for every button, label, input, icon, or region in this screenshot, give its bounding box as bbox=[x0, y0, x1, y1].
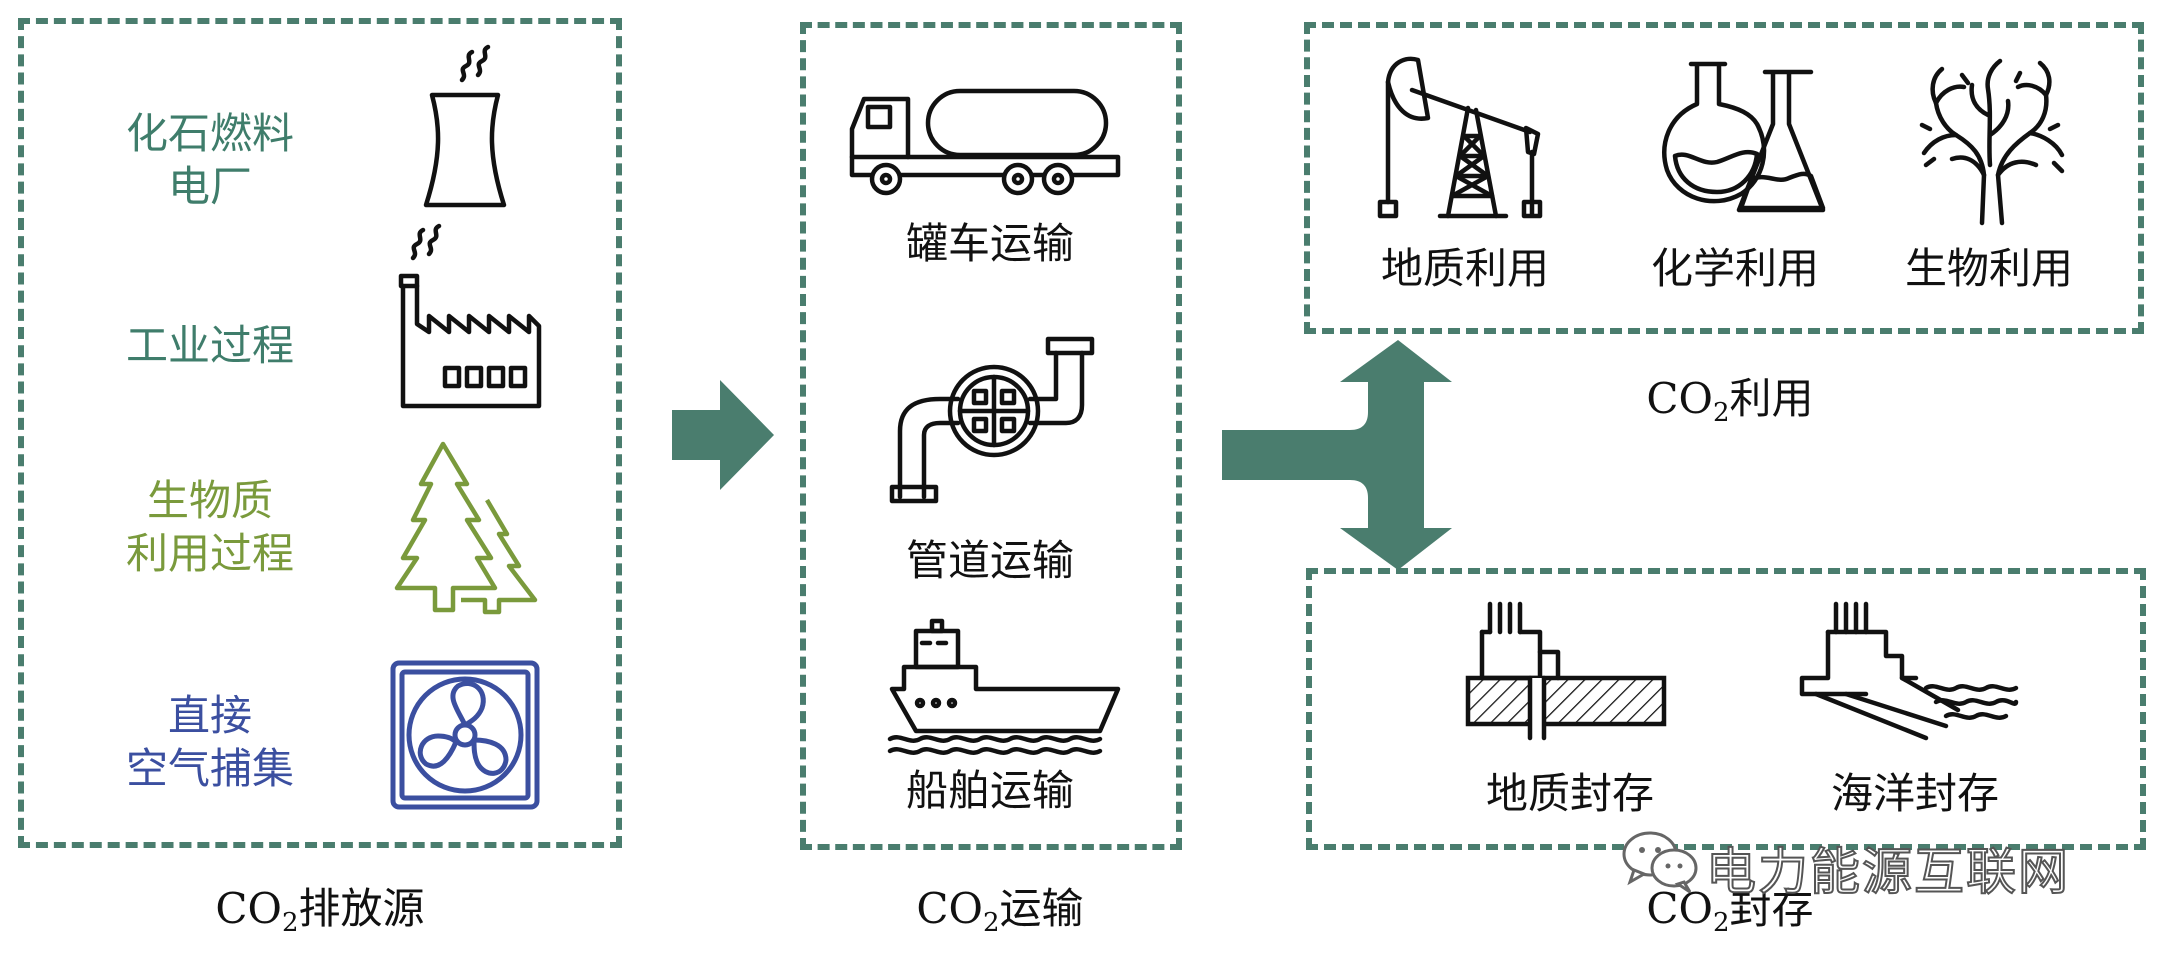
fossil-power-label: 化石燃料 电厂 bbox=[110, 108, 310, 213]
storage-caption: CO2封存 bbox=[1530, 875, 1930, 938]
ocean-storage-label: 海洋封存 bbox=[1830, 769, 1999, 818]
caption-prefix: CO bbox=[1646, 884, 1713, 933]
caption-subscript: 2 bbox=[282, 908, 299, 938]
tanker-truck-label: 罐车运输 bbox=[905, 219, 1074, 268]
tanker-truck-icon bbox=[846, 85, 1121, 196]
direct-air-capture-label-line2: 空气捕集 bbox=[125, 743, 294, 793]
caption-suffix: 排放源 bbox=[298, 884, 425, 933]
pipeline-label: 管道运输 bbox=[905, 536, 1074, 585]
watermark-text: 电力能源互联网 bbox=[1705, 842, 2070, 902]
geological-storage-label: 地质封存 bbox=[1485, 769, 1654, 818]
caption-suffix: 利用 bbox=[1729, 374, 1814, 423]
transport-panel bbox=[800, 22, 1182, 850]
caption-prefix: CO bbox=[1646, 374, 1713, 423]
caption-prefix: CO bbox=[916, 884, 983, 933]
fossil-power-label-line2: 电厂 bbox=[167, 161, 252, 211]
cooling-tower-icon bbox=[420, 44, 510, 215]
biomass-label-line1: 生物质 bbox=[146, 476, 273, 525]
direct-air-capture-label: 直接 空气捕集 bbox=[110, 690, 310, 795]
pipeline-valve-icon bbox=[886, 335, 1106, 505]
storage-panel bbox=[1306, 568, 2146, 850]
caption-subscript: 2 bbox=[1713, 398, 1730, 428]
split-arrow bbox=[1222, 340, 1452, 570]
biomass-label-line2: 利用过程 bbox=[125, 528, 294, 578]
algae-coral-icon bbox=[1912, 55, 2072, 226]
direct-air-capture-label-line1: 直接 bbox=[167, 691, 252, 740]
industrial-process-label: 工业过程 bbox=[125, 321, 294, 370]
caption-suffix: 运输 bbox=[999, 884, 1084, 933]
ship-label: 船舶运输 bbox=[905, 766, 1074, 815]
pine-trees-icon bbox=[394, 440, 545, 615]
geological-storage-icon bbox=[1462, 598, 1668, 741]
utilization-panel bbox=[1304, 22, 2144, 334]
fossil-power-label-line1: 化石燃料 bbox=[125, 109, 294, 158]
oil-pump-jack-icon bbox=[1372, 52, 1546, 222]
factory-icon bbox=[395, 223, 545, 409]
biological-utilization-label: 生物利用 bbox=[1904, 244, 2073, 293]
biomass-label: 生物质 利用过程 bbox=[110, 475, 310, 580]
utilization-caption: CO2利用 bbox=[1530, 365, 1930, 428]
fan-icon bbox=[390, 660, 540, 810]
ocean-storage-icon bbox=[1796, 598, 2028, 741]
chemical-utilization-label: 化学利用 bbox=[1650, 244, 1819, 293]
geological-utilization-label: 地质利用 bbox=[1380, 244, 1549, 293]
chemistry-flask-icon bbox=[1655, 58, 1826, 216]
caption-prefix: CO bbox=[215, 884, 282, 933]
transport-caption: CO2运输 bbox=[800, 875, 1200, 938]
emission-sources-panel bbox=[18, 18, 622, 848]
caption-subscript: 2 bbox=[983, 908, 1000, 938]
arrow-right bbox=[672, 380, 774, 490]
ship-icon bbox=[886, 615, 1122, 755]
emission-sources-caption: CO2排放源 bbox=[120, 875, 520, 938]
caption-subscript: 2 bbox=[1713, 908, 1730, 938]
caption-suffix: 封存 bbox=[1729, 884, 1814, 933]
wechat-icon bbox=[1620, 828, 1700, 894]
